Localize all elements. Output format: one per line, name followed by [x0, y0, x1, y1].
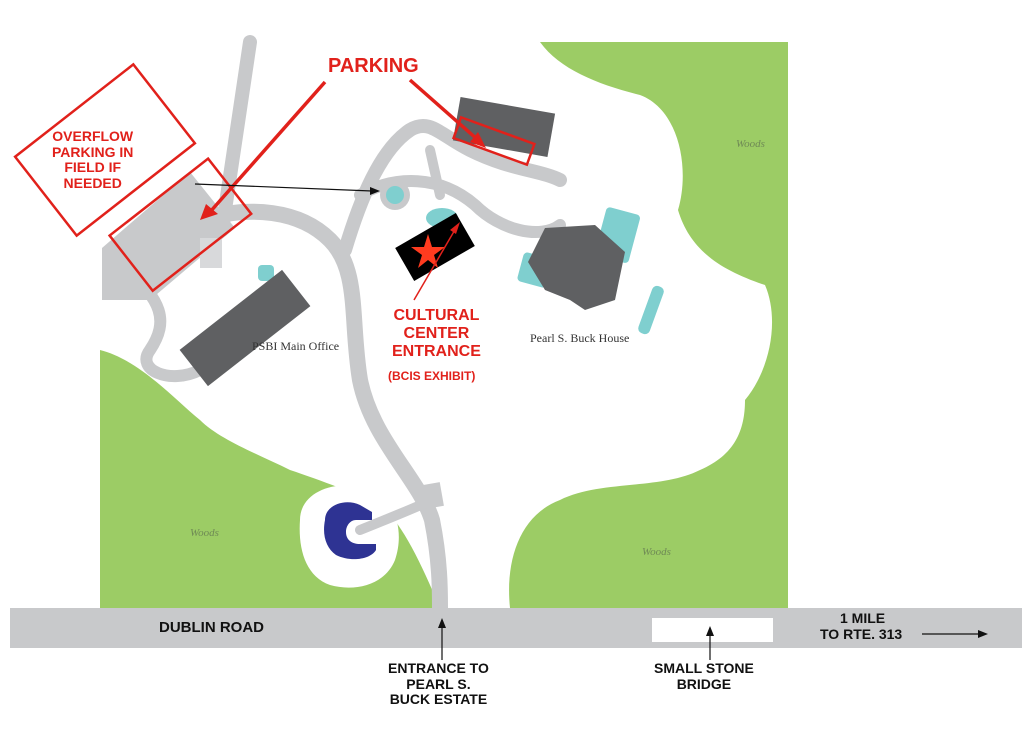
cultural-line-2: CENTER [403, 324, 470, 342]
woods-label-sw: Woods [190, 527, 219, 539]
overflow-line-2: PARKING IN [52, 143, 134, 160]
overflow-line-1: OVERFLOW [52, 128, 134, 144]
arrow-icon [194, 183, 373, 192]
water [258, 186, 664, 335]
one-mile-label: 1 MILE [840, 610, 886, 626]
psbi-main-office-label: PSBI Main Office [252, 339, 340, 353]
overflow-line-3: FIELD IF [64, 159, 122, 176]
woods-label-se: Woods [642, 546, 671, 558]
cultural-line-1: CULTURAL [393, 307, 480, 324]
parking-label: PARKING [328, 55, 419, 77]
dublin-road [10, 608, 1022, 648]
pond [324, 502, 376, 560]
small-stone-bridge-label: SMALL STONE BRIDGE [654, 660, 754, 692]
entrance-pad [416, 482, 444, 510]
bridge-line-2: BRIDGE [676, 675, 732, 692]
woods-label-ne: Woods [736, 138, 765, 150]
pearl-buck-house-building [528, 225, 625, 310]
entrance-line-3: BUCK ESTATE [389, 691, 488, 708]
left-clearing [0, 0, 100, 608]
clearing [100, 42, 773, 608]
arrow-icon [370, 187, 380, 195]
pearl-buck-house-label: Pearl S. Buck House [530, 331, 630, 345]
star-icon [411, 234, 445, 268]
entrance-line-2: PEARL S. [406, 675, 471, 692]
overflow-field-box [107, 156, 253, 293]
dublin-road-label: DUBLIN ROAD [159, 619, 264, 636]
entrance-label: ENTRANCE TO PEARL S. BUCK ESTATE [388, 660, 489, 708]
pointer-arrows [438, 618, 988, 660]
overflow-label: OVERFLOW PARKING IN FIELD IF NEEDED [52, 128, 134, 192]
pond-clearing [299, 485, 399, 588]
entrance-line-1: ENTRANCE TO [388, 660, 489, 676]
roads [122, 35, 567, 616]
cultural-line-3: ENTRANCE [392, 342, 481, 360]
psbi-main-office-building [179, 269, 311, 387]
bridge-line-1: SMALL STONE [654, 660, 754, 676]
overflow-line-4: NEEDED [63, 175, 122, 192]
parking-arrows [200, 78, 486, 301]
to-rte-label: TO RTE. 313 [820, 626, 903, 642]
bcis-exhibit-label: (BCIS EXHIBIT) [388, 369, 476, 383]
small-stone-bridge-box [652, 618, 773, 642]
lot-pad [200, 238, 222, 268]
cultural-center-label: CULTURAL CENTER ENTRANCE [392, 307, 481, 361]
overflow-parking-box [13, 62, 197, 238]
parking-box [451, 115, 537, 167]
